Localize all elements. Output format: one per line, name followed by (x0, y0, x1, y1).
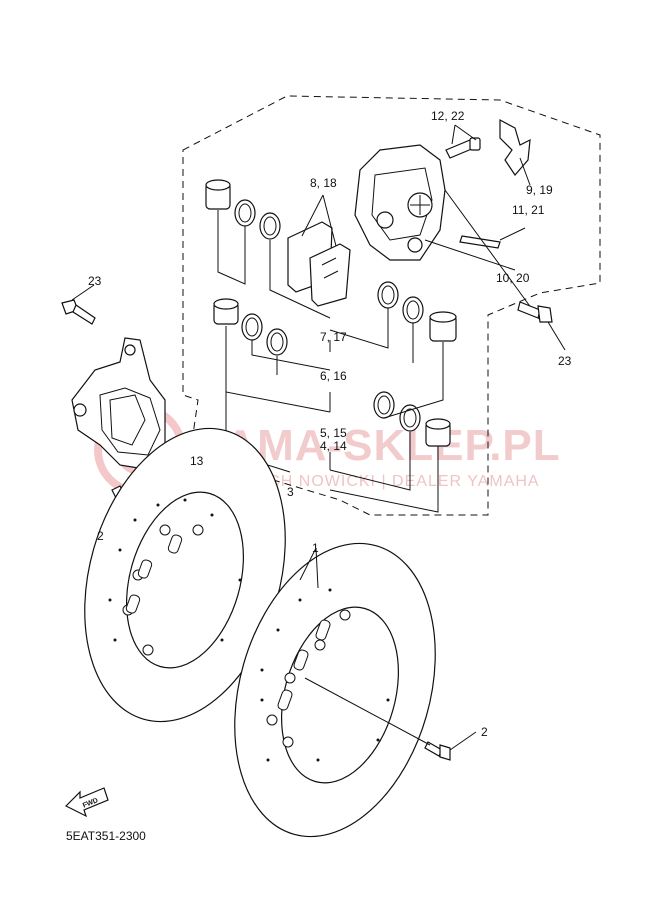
fwd-arrow-icon: FWD (64, 787, 109, 818)
seal-lower-2 (266, 328, 288, 356)
brake-disc-right (234, 542, 436, 838)
callout-11-21: 11, 21 (512, 203, 545, 217)
watermark-subtitle: WOJCIECH NOWICKI | DEALER YAMAHA (200, 473, 540, 490)
callout-7-17: 7, 17 (320, 330, 347, 344)
brake-caliper-left (71, 337, 186, 471)
pad-pin (459, 227, 526, 249)
assembly-code: 5EAT351-2300 (66, 829, 146, 843)
callout-10-20: 10, 20 (496, 271, 530, 285)
leader-lines (217, 124, 541, 513)
callout-9-19: 9, 19 (526, 183, 553, 197)
callout-13: 13 (190, 454, 204, 468)
callout-23-right: 23 (558, 354, 572, 368)
callout-3: 3 (287, 485, 294, 499)
callout-12-22: 12, 22 (431, 109, 465, 123)
bolt-23-left (61, 284, 96, 325)
bleed-screw (445, 137, 481, 159)
callout-5-15: 5, 15 (320, 426, 347, 440)
bolt-23-right (517, 301, 566, 351)
piston-upper-large (205, 179, 231, 210)
pad-spring (499, 119, 531, 176)
callout-6-16: 6, 16 (320, 369, 347, 383)
callout-4-14: 4, 14 (320, 439, 347, 453)
callout-2-left: 2 (97, 529, 104, 543)
caliper-body-right (354, 144, 446, 261)
callout-1: 1 (312, 541, 319, 555)
disc-bolt-right (304, 677, 477, 761)
piston-lower-small (213, 298, 239, 325)
brake-disc-left (84, 427, 286, 723)
callout-23-left: 23 (88, 274, 102, 288)
callout-2-right: 2 (481, 725, 488, 739)
piston-right-lower (425, 418, 451, 447)
seal-upper-2 (259, 212, 281, 240)
brake-pads (287, 221, 351, 307)
callout-8-18: 8, 18 (310, 176, 337, 190)
piston-right-upper (429, 311, 457, 342)
